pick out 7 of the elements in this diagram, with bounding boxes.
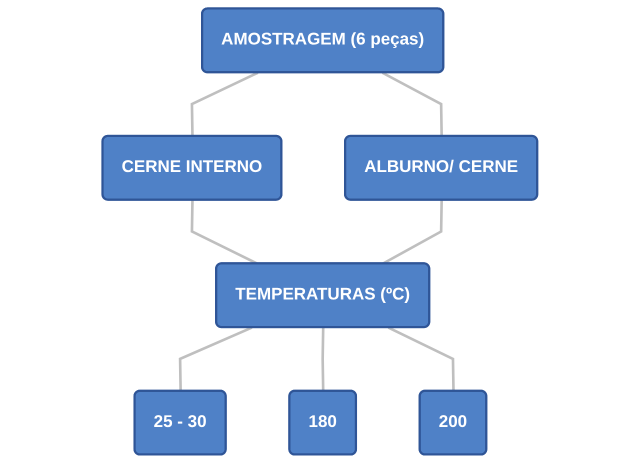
connector: [190, 200, 258, 266]
connector: [381, 200, 443, 266]
connector: [321, 328, 324, 392]
connector: [381, 72, 443, 136]
connector: [387, 326, 454, 392]
connector: [178, 326, 252, 392]
connector: [190, 72, 258, 136]
